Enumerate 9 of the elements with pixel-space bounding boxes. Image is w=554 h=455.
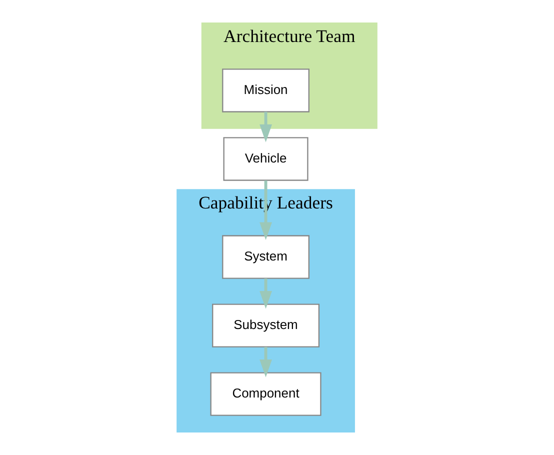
node-box: System: [222, 235, 310, 279]
arrow: [260, 278, 272, 309]
node-box: Component: [210, 372, 322, 416]
node-box: Mission: [222, 68, 310, 112]
arrow: [260, 346, 272, 378]
node-box: Vehicle: [223, 137, 308, 181]
arrow: [260, 180, 272, 240]
arrow: [260, 112, 272, 142]
node-box: Subsystem: [212, 304, 320, 348]
